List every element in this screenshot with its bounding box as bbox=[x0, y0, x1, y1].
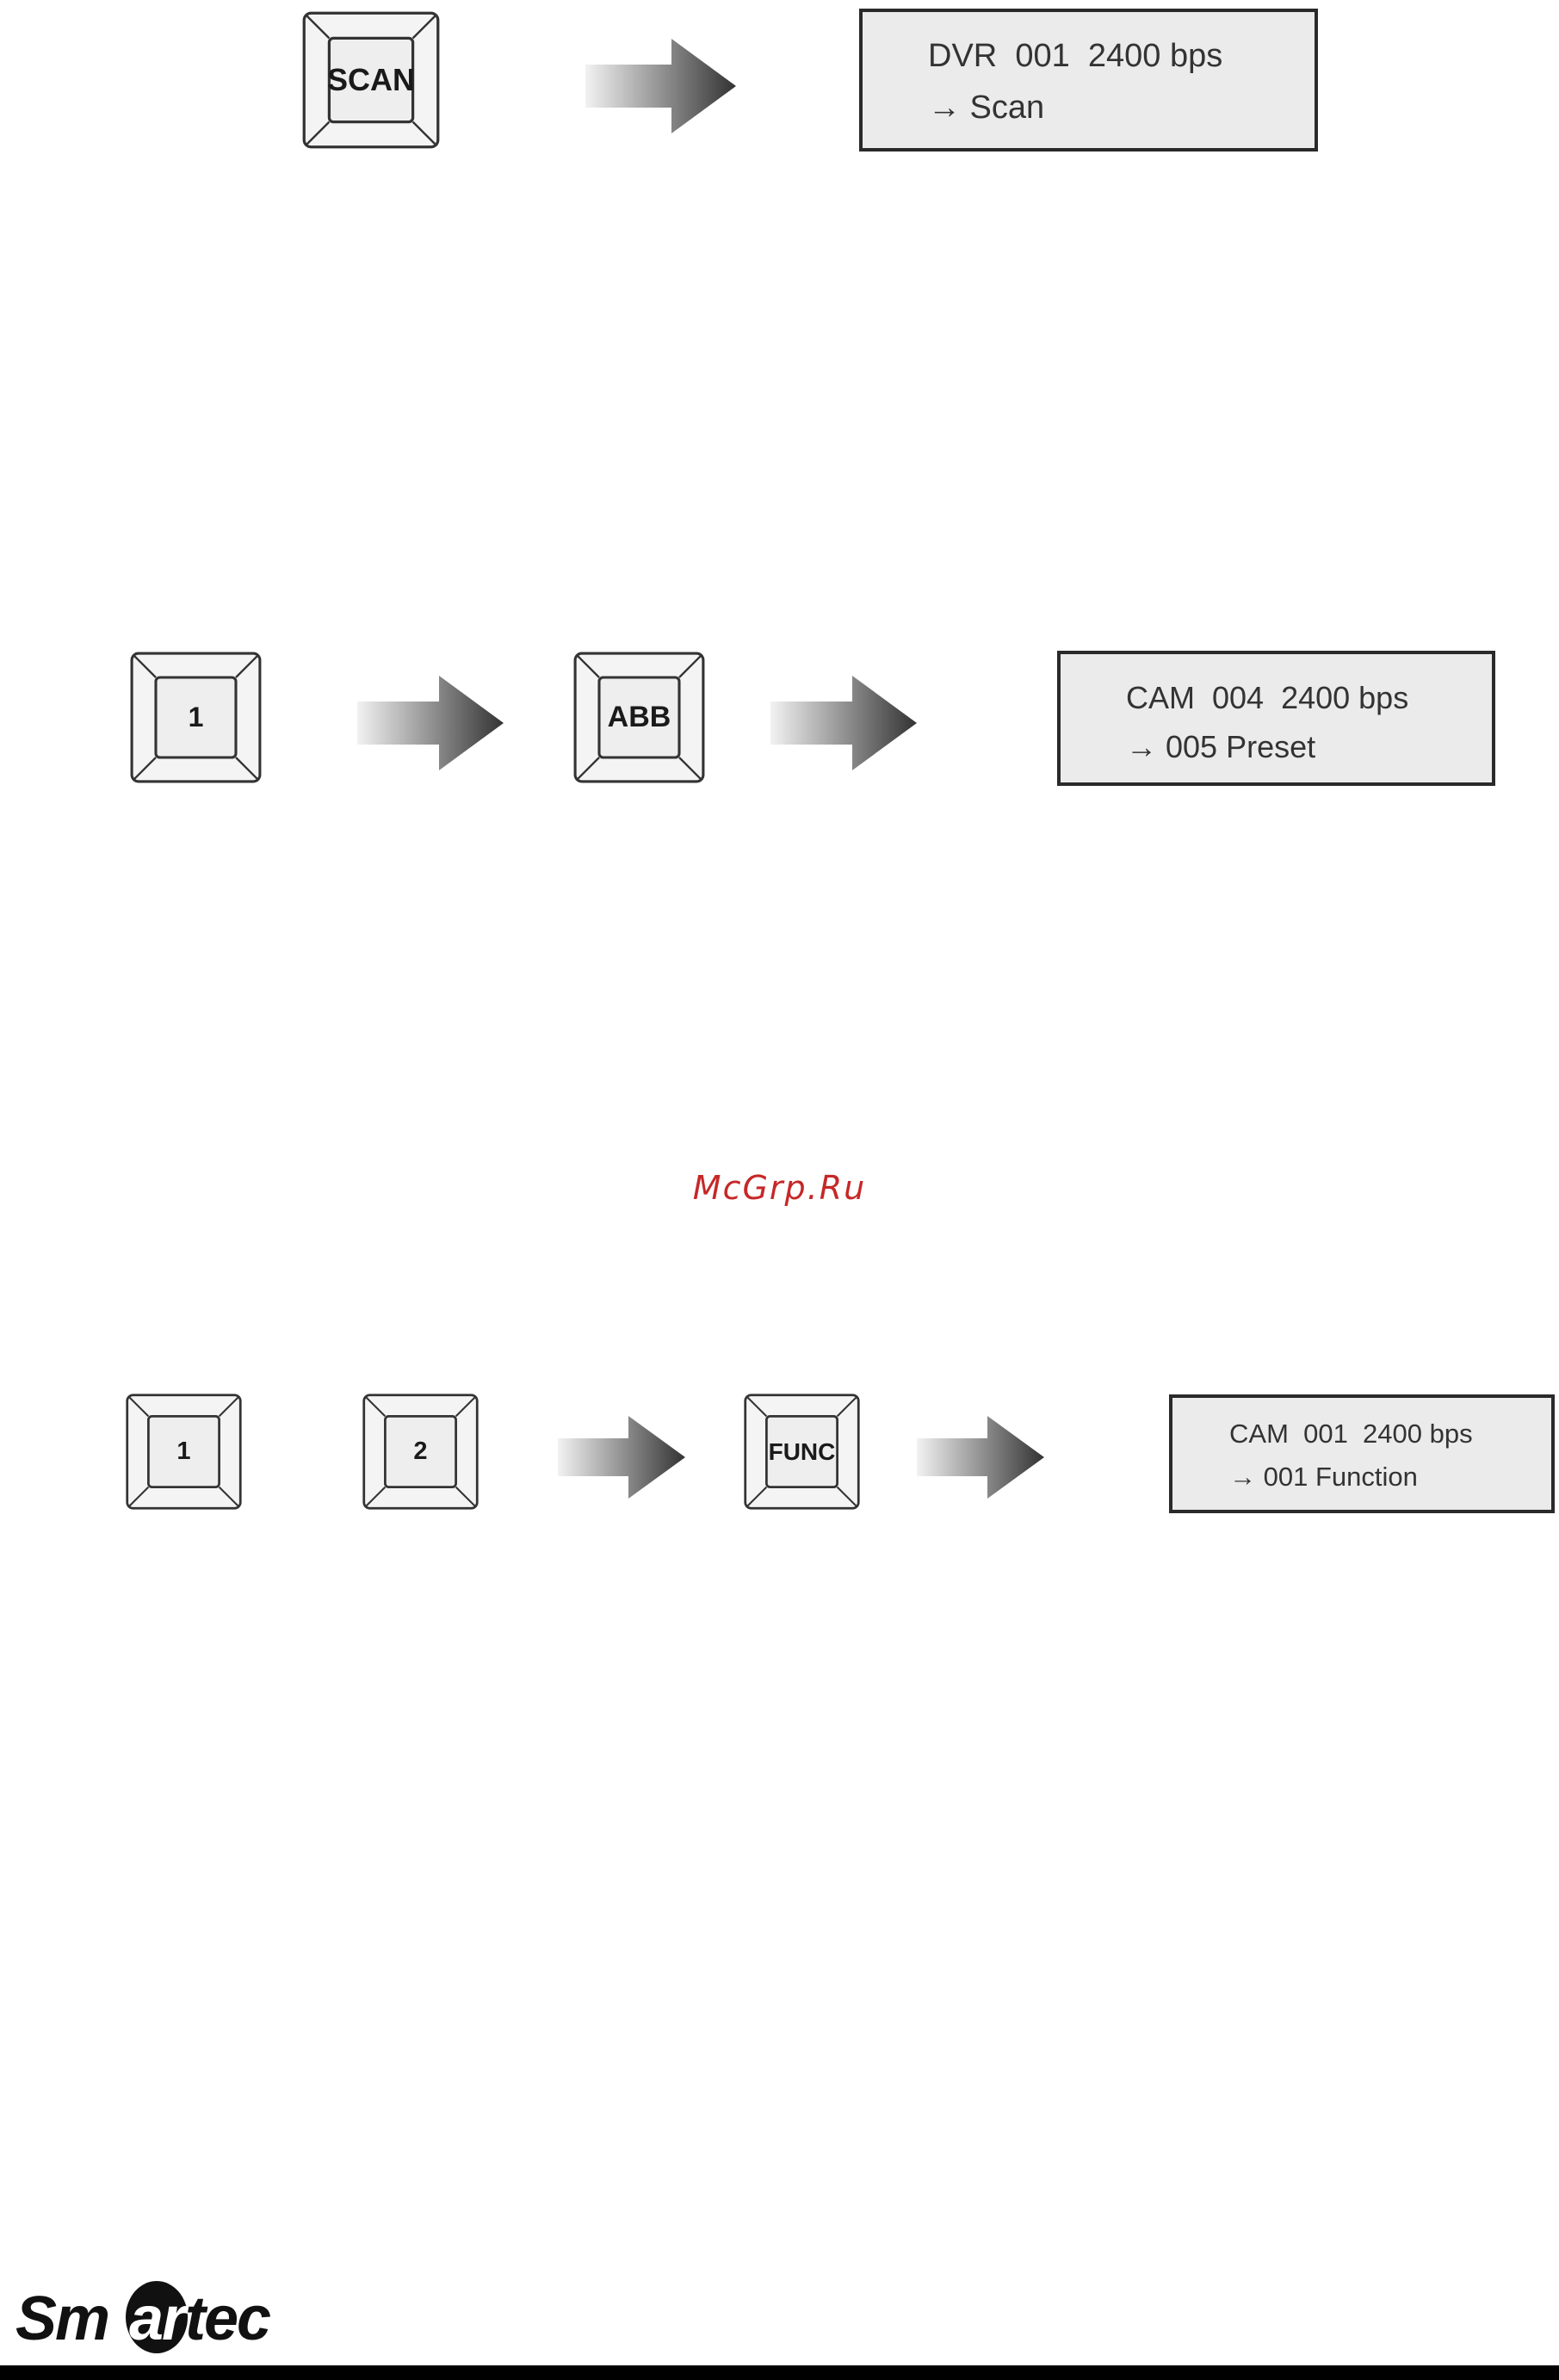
lcd-line-1: CAM 004 2400 bps bbox=[1126, 680, 1408, 716]
key-label: FUNC bbox=[743, 1393, 861, 1511]
key-label: ABB bbox=[572, 651, 706, 784]
lcd-line-2: → Scan bbox=[928, 90, 1044, 127]
scan-key: SCAN bbox=[301, 10, 441, 150]
svg-text:tec: tec bbox=[185, 2284, 270, 2353]
footer-bar bbox=[0, 2365, 1559, 2380]
smartec-logo: Sm ar tec bbox=[9, 2272, 275, 2355]
right-arrow-icon bbox=[558, 1416, 685, 1499]
right-arrow-icon bbox=[917, 1416, 1044, 1499]
right-arrow-icon bbox=[357, 676, 504, 770]
digit-1-key: 1 bbox=[125, 1393, 243, 1511]
key-label: 2 bbox=[362, 1393, 479, 1511]
lcd-display: DVR 001 2400 bps → Scan bbox=[859, 9, 1318, 151]
key-label: SCAN bbox=[301, 10, 441, 150]
svg-text:Sm: Sm bbox=[15, 2284, 108, 2353]
func-key: FUNC bbox=[743, 1393, 861, 1511]
smartec-logo-icon: Sm ar tec bbox=[9, 2272, 275, 2355]
lcd-line-1: DVR 001 2400 bps bbox=[928, 38, 1222, 75]
key-label: 1 bbox=[129, 651, 263, 784]
right-arrow-icon bbox=[770, 676, 917, 770]
svg-text:ar: ar bbox=[129, 2284, 189, 2353]
right-arrow-icon bbox=[585, 39, 736, 133]
digit-1-key: 1 bbox=[129, 651, 263, 784]
lcd-display: CAM 004 2400 bps → 005 Preset bbox=[1057, 651, 1495, 786]
lcd-line-2: → 001 Function bbox=[1229, 1462, 1418, 1493]
lcd-line-1: CAM 001 2400 bps bbox=[1229, 1419, 1473, 1450]
lcd-line-2: → 005 Preset bbox=[1126, 729, 1315, 765]
abb-key: ABB bbox=[572, 651, 706, 784]
key-label: 1 bbox=[125, 1393, 243, 1511]
digit-2-key: 2 bbox=[362, 1393, 479, 1511]
watermark: McGrp.Ru bbox=[0, 1169, 1559, 1207]
lcd-display: CAM 001 2400 bps → 001 Function bbox=[1169, 1394, 1555, 1513]
